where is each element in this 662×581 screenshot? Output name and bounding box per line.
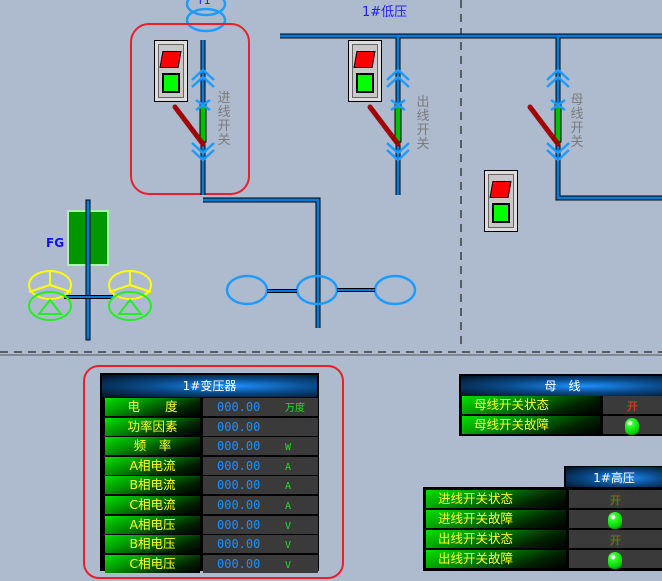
row-value bbox=[569, 510, 662, 529]
status-indicator: 开 bbox=[627, 400, 638, 413]
fault-lamp-icon bbox=[608, 552, 622, 569]
breaker-symbol-icon bbox=[172, 68, 570, 162]
row-label: 进线开关故障 bbox=[426, 510, 566, 528]
row-label: 电 度 bbox=[105, 398, 200, 416]
table-row: 进线开关故障 bbox=[425, 509, 662, 529]
current-transformer-icon bbox=[225, 274, 417, 306]
incoming-switch-label: 进线开关 bbox=[217, 91, 231, 148]
panel-title: 1#高压 bbox=[566, 467, 662, 489]
table-row: 出线开关故障 bbox=[425, 549, 662, 569]
hv-panel-header: 1#高压 bbox=[564, 466, 662, 490]
transformer-coil-icon bbox=[185, 7, 227, 33]
row-unit: A bbox=[285, 461, 292, 473]
table-row: 出线开关状态 开 bbox=[425, 529, 662, 549]
table-row: 母线开关故障 bbox=[461, 415, 662, 435]
row-unit: A bbox=[285, 501, 292, 512]
open-indicator-icon bbox=[159, 51, 182, 68]
row-value bbox=[603, 416, 662, 435]
row-label: C相电压 bbox=[105, 554, 200, 573]
row-label: 母线开关状态 bbox=[462, 396, 600, 414]
transformer-coil-icon bbox=[185, 0, 227, 17]
row-label: B相电压 bbox=[105, 535, 200, 554]
row-label: 出线开关故障 bbox=[426, 550, 566, 568]
row-unit: A bbox=[285, 481, 292, 493]
status-indicator: 开 bbox=[610, 534, 621, 547]
closed-indicator-icon bbox=[162, 73, 180, 93]
open-indicator-icon bbox=[489, 181, 512, 198]
row-label: 频 率 bbox=[105, 437, 200, 456]
row-label: 出线开关状态 bbox=[426, 530, 566, 548]
row-label: 进线开关状态 bbox=[426, 490, 566, 508]
row-unit: V bbox=[285, 540, 292, 552]
bus-switch-label: 母线开关 bbox=[570, 93, 584, 150]
generator-icon bbox=[28, 199, 152, 341]
fault-lamp-icon bbox=[608, 512, 622, 529]
generator-label: FG bbox=[46, 236, 65, 250]
row-value: 000.00 bbox=[203, 417, 318, 436]
closed-indicator-icon bbox=[356, 73, 374, 93]
switch-toggle[interactable] bbox=[348, 40, 382, 102]
outgoing-switch-label: 出线开关 bbox=[416, 95, 430, 152]
status-indicator: 开 bbox=[610, 494, 621, 507]
panel-title: 1#变压器 bbox=[102, 375, 317, 397]
table-row: 进线开关状态 开 bbox=[425, 489, 662, 509]
row-unit: 万度 bbox=[285, 403, 305, 414]
table-row: 功率因素 000.00 bbox=[104, 417, 319, 437]
row-label: A相电流 bbox=[105, 456, 200, 475]
open-indicator-icon bbox=[353, 51, 376, 68]
panel-title: 母 线 bbox=[461, 376, 662, 396]
row-unit: V bbox=[285, 559, 292, 571]
row-label: C相电流 bbox=[105, 496, 200, 514]
bus-title: 1#低压 bbox=[362, 5, 408, 20]
row-value: 开 bbox=[569, 490, 662, 508]
transformer-label: T1 bbox=[197, 0, 211, 7]
table-row: 母线开关状态 开 bbox=[461, 395, 662, 415]
closed-indicator-icon bbox=[492, 203, 510, 223]
row-value bbox=[569, 550, 662, 569]
row-value: 开 bbox=[569, 530, 662, 548]
row-value: 开 bbox=[603, 396, 662, 414]
row-label: A相电压 bbox=[105, 515, 200, 534]
switch-toggle[interactable] bbox=[484, 170, 518, 232]
bus-panel: 母 线 母线开关状态 开 母线开关故障 bbox=[459, 374, 662, 436]
row-label: B相电流 bbox=[105, 476, 200, 495]
row-unit: V bbox=[285, 520, 292, 532]
hv-panel: 进线开关状态 开 进线开关故障 出线开关状态 开 出线开关故障 bbox=[423, 487, 662, 571]
highlight-frame bbox=[83, 365, 344, 579]
switch-toggle[interactable] bbox=[154, 40, 188, 102]
row-label: 母线开关故障 bbox=[462, 416, 600, 434]
row-unit: W bbox=[285, 442, 292, 454]
fault-lamp-icon bbox=[625, 418, 639, 435]
row-label: 功率因素 bbox=[105, 417, 200, 436]
highlight-frame bbox=[130, 23, 250, 195]
